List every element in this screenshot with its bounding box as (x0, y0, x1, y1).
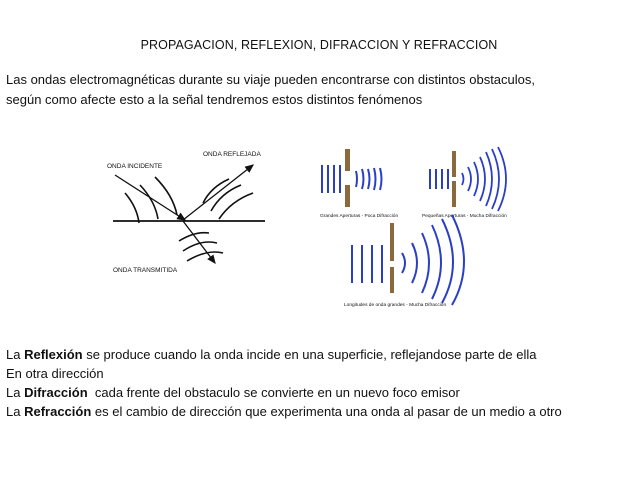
reflected-wavefronts (202, 178, 254, 220)
caption-small-aperture: Pequeñas Aperturas - Mucha Difracción (422, 213, 507, 219)
diffraction-line: La Difracción cada frente del obstaculo … (6, 383, 636, 402)
transmitted-ray (182, 220, 216, 265)
refraction-term: Refracción (24, 404, 92, 419)
refraction-prefix: La (6, 404, 25, 419)
incoming-waves-2 (429, 169, 449, 189)
reflection-text: se produce cuando la onda incide en una … (82, 347, 537, 362)
transmitted-wavefronts (178, 231, 224, 262)
long-wavelength-panel: Longitudes de onda grandes - Mucha Difra… (344, 214, 465, 308)
large-aperture-panel: Grandes Aperturas - Poca Difracción (320, 149, 398, 219)
reflection-term: Reflexión (24, 347, 83, 362)
incident-ray (114, 174, 187, 221)
diffraction-text: cada frente del obstaculo se convierte e… (87, 385, 460, 400)
intro-line-2: según como afecte esto a la señal tendre… (6, 92, 423, 107)
intro-paragraph: Las ondas electromagnéticas durante su v… (6, 70, 632, 110)
diffraction-prefix: La (6, 385, 25, 400)
barrier-2 (452, 151, 456, 207)
reflection-prefix: La (6, 347, 25, 362)
reflection-refraction-diagram: ONDA INCIDENTE ONDA REFLEJADA ONDA TRANS… (107, 151, 265, 274)
incident-wavefronts (124, 176, 178, 224)
incoming-waves-1 (321, 165, 341, 193)
reflection-line-2: En otra dirección (6, 366, 104, 381)
refraction-text: es el cambio de dirección que experiment… (91, 404, 562, 419)
incident-label: ONDA INCIDENTE (107, 163, 163, 170)
barrier-1 (345, 149, 350, 207)
barrier-3 (390, 223, 394, 293)
outgoing-waves-3 (401, 214, 465, 306)
reflected-label: ONDA REFLEJADA (203, 151, 261, 158)
diffraction-diagram: Grandes Aperturas - Poca Difracción Pequ… (320, 146, 507, 308)
refraction-line: La Refracción es el cambio de dirección … (6, 402, 636, 421)
outgoing-waves-2 (461, 146, 507, 212)
reflection-line: La Reflexión se produce cuando la onda i… (6, 345, 636, 364)
transmitted-label: ONDA TRANSMITIDA (113, 267, 178, 274)
outgoing-waves-1 (355, 167, 383, 191)
incoming-waves-3 (351, 245, 383, 283)
small-aperture-panel: Pequeñas Aperturas - Mucha Difracción (422, 146, 507, 219)
slide-title: PROPAGACION, REFLEXION, DIFRACCION Y REF… (140, 38, 498, 52)
intro-line-1: Las ondas electromagnéticas durante su v… (6, 72, 535, 87)
caption-large-aperture: Grandes Aperturas - Poca Difracción (320, 213, 398, 219)
reflected-ray (182, 164, 255, 221)
caption-long-wavelength: Longitudes de onda grandes - Mucha Difra… (344, 302, 446, 308)
explanations: La Reflexión se produce cuando la onda i… (6, 345, 636, 421)
diffraction-term: Difracción (24, 385, 88, 400)
